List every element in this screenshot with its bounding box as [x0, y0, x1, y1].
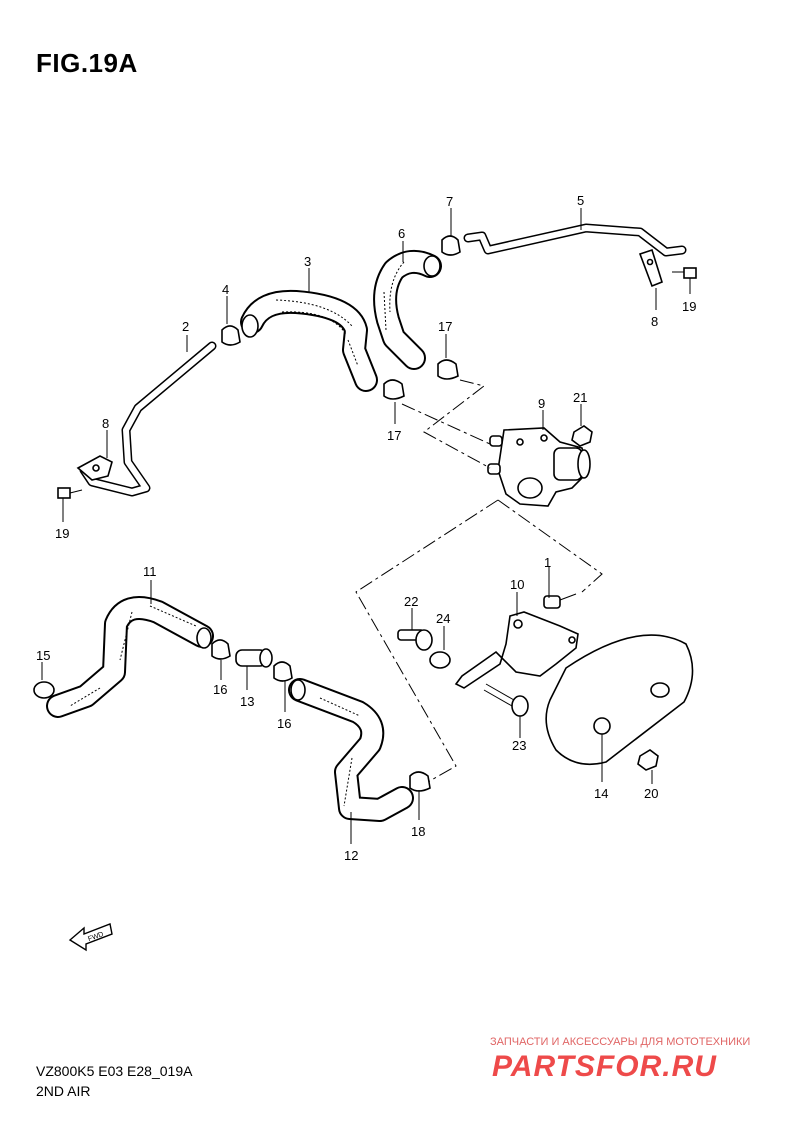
- clamp-18[interactable]: [409, 771, 431, 792]
- bolt-23[interactable]: [483, 683, 529, 717]
- watermark-tagline: ЗАПЧАСТИ И АКСЕССУАРЫ ДЛЯ МОТОТЕХНИКИ: [490, 1036, 751, 1048]
- callout-24[interactable]: 24: [436, 611, 450, 626]
- callout-8-right[interactable]: 8: [651, 314, 658, 329]
- hose-6[interactable]: [373, 249, 442, 370]
- callout-1[interactable]: 1: [544, 555, 551, 570]
- watermark-logo: PARTSFOR.RU: [492, 1050, 717, 1083]
- callout-14[interactable]: 14: [594, 786, 608, 801]
- callout-19-right[interactable]: 19: [682, 299, 696, 314]
- clamp-4[interactable]: [221, 325, 241, 346]
- callout-3[interactable]: 3: [304, 254, 311, 269]
- nut-21[interactable]: [571, 425, 593, 447]
- callout-18[interactable]: 18: [411, 824, 425, 839]
- callout-22[interactable]: 22: [404, 594, 418, 609]
- callout-5[interactable]: 5: [577, 193, 584, 208]
- model-code: VZ800K5 E03 E28_019A: [36, 1063, 193, 1079]
- cap-15[interactable]: [33, 681, 55, 699]
- clamp-16-right[interactable]: [273, 661, 293, 682]
- bracket-8-left[interactable]: [76, 455, 113, 481]
- callout-8-left[interactable]: 8: [102, 416, 109, 431]
- callout-4[interactable]: 4: [222, 282, 229, 297]
- bolt-1[interactable]: [543, 593, 577, 609]
- bolt-19-left[interactable]: [57, 487, 83, 499]
- bracket-10[interactable]: [454, 611, 579, 689]
- leader-lines: [41, 208, 691, 844]
- callout-7[interactable]: 7: [446, 194, 453, 209]
- callout-17-upper[interactable]: 17: [438, 319, 452, 334]
- callout-12[interactable]: 12: [344, 848, 358, 863]
- clamp-7[interactable]: [441, 235, 461, 256]
- callout-19-left[interactable]: 19: [55, 526, 69, 541]
- valve-9[interactable]: [487, 427, 591, 507]
- callout-6[interactable]: 6: [398, 226, 405, 241]
- callout-20[interactable]: 20: [644, 786, 658, 801]
- figure-title: FIG.19A: [36, 48, 138, 78]
- nut-20[interactable]: [637, 749, 659, 771]
- clamp-16-left[interactable]: [211, 639, 231, 660]
- callout-23[interactable]: 23: [512, 738, 526, 753]
- cover-14[interactable]: [545, 634, 694, 766]
- callout-9[interactable]: 9: [538, 396, 545, 411]
- callout-15[interactable]: 15: [36, 648, 50, 663]
- callout-16-right[interactable]: 16: [277, 716, 291, 731]
- hose-3[interactable]: [240, 289, 378, 392]
- callout-17-lower[interactable]: 17: [387, 428, 401, 443]
- callout-16-left[interactable]: 16: [213, 682, 227, 697]
- bolt-19-right[interactable]: [672, 267, 697, 279]
- diagram-name: 2ND AIR: [36, 1083, 91, 1099]
- bracket-8-right[interactable]: [638, 248, 663, 288]
- pipe-2[interactable]: [79, 341, 217, 497]
- pipe-5[interactable]: [463, 223, 687, 257]
- callout-21[interactable]: 21: [573, 390, 587, 405]
- callout-2[interactable]: 2: [182, 319, 189, 334]
- hose-12[interactable]: [288, 678, 414, 822]
- bolt-22[interactable]: [397, 629, 433, 651]
- callouts: 1 2 3 4 5 6 7 8 8 9 10 11 12 13 14 15 16…: [36, 193, 696, 863]
- hose-11[interactable]: [46, 596, 214, 718]
- clamp-17-lower[interactable]: [383, 379, 405, 400]
- clamp-17-upper[interactable]: [437, 359, 459, 380]
- callout-13[interactable]: 13: [240, 694, 254, 709]
- callout-10[interactable]: 10: [510, 577, 524, 592]
- fwd-arrow-icon: FWD: [68, 923, 113, 952]
- grommet-24[interactable]: [429, 651, 451, 669]
- callout-11[interactable]: 11: [143, 564, 157, 579]
- joint-13[interactable]: [235, 648, 273, 668]
